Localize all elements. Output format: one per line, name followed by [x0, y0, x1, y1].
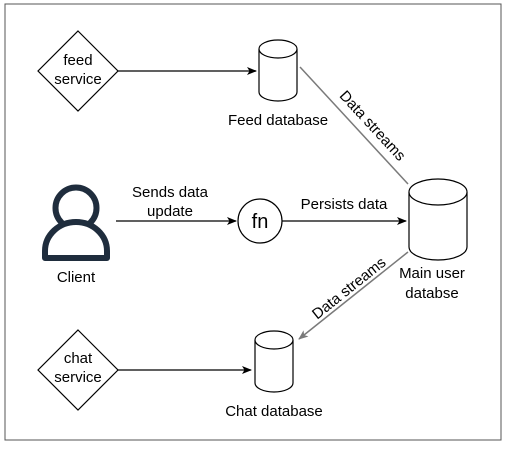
feed-service-diamond	[37, 30, 119, 112]
edge-client-to-function-label-line2: update	[147, 203, 193, 220]
chat-service-label-line1: chat	[64, 350, 93, 367]
feed-database-label: Feed database	[228, 112, 328, 129]
function-node[interactable]: fn	[237, 198, 283, 244]
chat-service-node[interactable]: chat service	[37, 329, 119, 411]
edge-main-to-feed-database	[299, 66, 409, 185]
edge-main-to-chat-database	[298, 251, 409, 340]
chat-database-top	[254, 330, 294, 350]
user-icon	[42, 184, 110, 261]
chat-service-label-line2: service	[54, 369, 102, 386]
function-label: fn	[252, 211, 269, 233]
main-user-database-label-line2: databse	[405, 285, 458, 302]
main-user-database-label-line1: Main user	[399, 265, 465, 282]
client-node[interactable]: Client	[42, 184, 110, 287]
chat-service-diamond	[37, 329, 119, 411]
feed-service-label-line1: feed	[63, 52, 92, 69]
chat-database-label: Chat database	[225, 403, 323, 420]
edge-main-to-chat-label: Data streams	[309, 254, 389, 323]
feed-database-top	[258, 39, 298, 59]
feed-database-node[interactable]: Feed database	[228, 39, 328, 129]
feed-database-body	[258, 49, 298, 102]
client-label: Client	[57, 269, 96, 286]
main-user-database-node[interactable]: Main user databse	[399, 178, 468, 302]
edge-client-to-function-label-line1: Sends data	[132, 184, 209, 201]
main-user-database-body	[408, 192, 468, 261]
edge-function-to-main-label: Persists data	[301, 196, 388, 213]
feed-service-node[interactable]: feed service	[37, 30, 119, 112]
diagram-frame	[4, 3, 502, 441]
chat-database-body	[254, 340, 294, 393]
feed-service-label-line2: service	[54, 71, 102, 88]
main-user-database-top	[408, 178, 468, 206]
edge-main-to-feed-label: Data streams	[336, 87, 409, 164]
chat-database-node[interactable]: Chat database	[225, 330, 323, 420]
